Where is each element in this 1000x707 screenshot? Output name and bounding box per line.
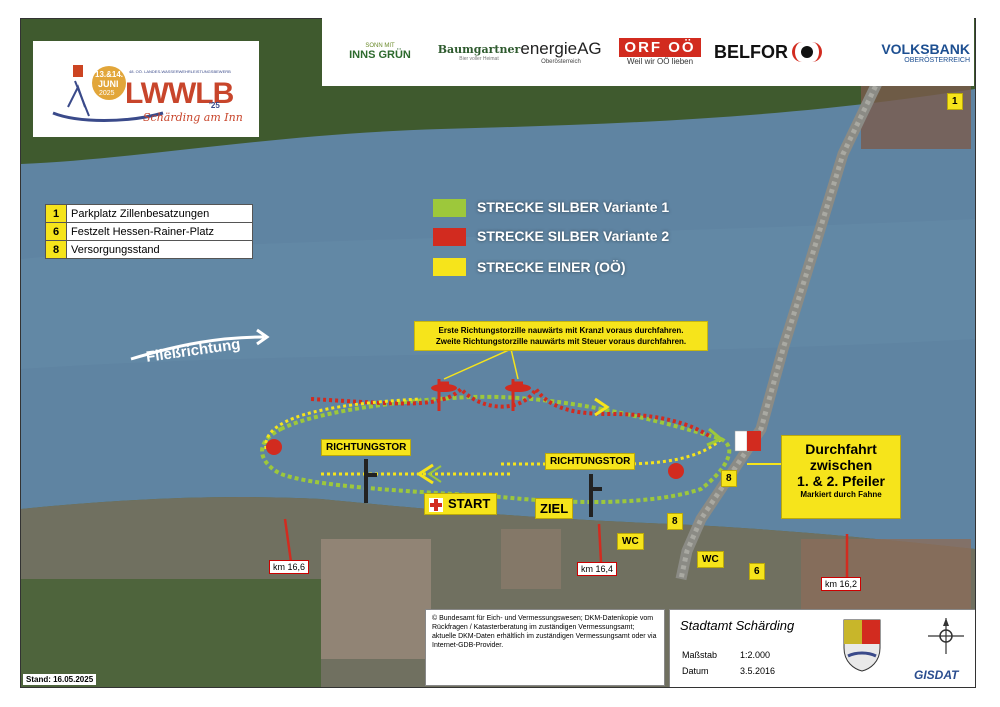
sponsor-name: BELFOR <box>714 41 788 62</box>
sponsor-name: Baumgartner <box>437 42 521 56</box>
start-text: START <box>448 496 491 511</box>
km-marker-16-4: km 16,4 <box>577 562 618 576</box>
marker-8-bridge: 8 <box>721 470 737 487</box>
legend-label: Festzelt Hessen-Rainer-Platz <box>66 222 253 241</box>
sponsor-name: INNS GRÜN <box>349 49 411 61</box>
north-arrow-icon <box>928 618 964 654</box>
sponsor-bar: SONN MIT INNS GRÜN Baumgartner Bier voll… <box>322 18 974 86</box>
sponsor-energie-ag[interactable]: energieAG Oberösterreich <box>506 18 616 86</box>
logo-date-line1: 13.&14. <box>95 70 124 79</box>
aerial-map[interactable]: 13.&14. JUNI 2025 48. OÖ. LANDES-WASSERW… <box>20 18 976 688</box>
marker-8-town: 8 <box>667 513 683 530</box>
gate-label-1: RICHTUNGSTOR <box>321 439 412 456</box>
logo-acronym-year: '25 <box>209 101 220 110</box>
passage-box: Durchfahrt zwischen 1. & 2. Pfeiler Mark… <box>781 435 901 519</box>
route-swatch-silber-2 <box>433 228 466 246</box>
copyright-text: © Bundesamt für Eich- und Vermessungswes… <box>432 615 657 649</box>
event-logo-graphic <box>52 65 164 122</box>
sponsor-inns-gruen[interactable]: SONN MIT INNS GRÜN <box>330 18 430 86</box>
ziel-label: ZIEL <box>535 498 574 519</box>
date-value: 3.5.2016 <box>740 666 776 676</box>
passage-line-3: 1. & 2. Pfeiler <box>797 473 885 489</box>
sponsor-orf[interactable]: ORF OÖ Weil wir OÖ lieben <box>612 18 708 86</box>
km-marker-16-2: km 16,2 <box>821 577 862 591</box>
legend-num: 1 <box>45 204 67 223</box>
marker-6: 6 <box>749 563 765 580</box>
authority-title: Stadtamt Schärding <box>680 618 795 633</box>
passage-line-4: Markiert durch Fahne <box>800 490 882 499</box>
legend-num: 8 <box>45 240 67 259</box>
note-line-1: Erste Richtungstorzille nauwärts mit Kra… <box>438 326 684 335</box>
sponsor-caption: Bier voller Heimat <box>459 55 499 62</box>
wc-label-2: WC <box>697 551 724 568</box>
logo-year: 2025 <box>99 90 115 97</box>
passage-line-2: zwischen <box>809 457 873 473</box>
sponsor-caption: OBERÖSTERREICH <box>904 56 970 64</box>
map-canvas <box>21 19 975 687</box>
date-label: Datum <box>682 666 709 676</box>
stand-date: Stand: 16.05.2025 <box>23 674 97 685</box>
legend-num: 6 <box>45 222 67 241</box>
marker-1: 1 <box>947 93 963 110</box>
legend-label: Versorgungsstand <box>66 240 253 259</box>
passage-line-1: Durchfahrt <box>805 441 877 457</box>
copyright-box: © Bundesamt für Eich- und Vermessungswes… <box>425 609 665 686</box>
route-label-silber-1: STRECKE SILBER Variante 1 <box>477 199 670 215</box>
gate-label-2: RICHTUNGSTOR <box>545 453 636 470</box>
start-label: START <box>424 493 498 515</box>
route-label-einer: STRECKE EINER (OÖ) <box>477 259 626 275</box>
belfor-logo-icon <box>792 42 822 62</box>
logo-subtitle: 48. OÖ. LANDES-WASSERWEHRLEISTUNGSBEWERB <box>129 69 231 74</box>
km-marker-16-6: km 16,6 <box>269 560 310 574</box>
sponsor-name: energieAG <box>520 39 602 58</box>
gate-instructions-note: Erste Richtungstorzille nauwärts mit Kra… <box>414 321 708 351</box>
logo-place: Schärding am Inn <box>143 111 243 124</box>
route-swatch-silber-1 <box>433 199 466 217</box>
gisdat-logo: GISDAT <box>914 668 959 682</box>
logo-date-line2: JUNI <box>98 79 119 89</box>
legend-label: Parkplatz Zillenbesatzungen <box>66 204 253 223</box>
wc-label-1: WC <box>617 533 644 550</box>
sponsor-volksbank[interactable]: VOLKSBANK OBERÖSTERREICH <box>830 18 970 86</box>
scale-label: Maßstab <box>682 650 718 660</box>
route-swatch-einer <box>433 258 466 276</box>
sponsor-name: ORF OÖ <box>619 38 701 57</box>
sponsor-caption: Oberösterreich <box>541 59 581 65</box>
scale-value: 1:2.000 <box>740 650 771 660</box>
sponsor-name: VOLKSBANK <box>881 40 970 57</box>
sponsor-baumgartner[interactable]: Baumgartner Bier voller Heimat <box>434 18 524 86</box>
coat-of-arms-icon <box>843 619 881 672</box>
first-aid-cross-icon <box>429 497 443 512</box>
route-label-silber-2: STRECKE SILBER Variante 2 <box>477 228 670 244</box>
event-logo: 13.&14. JUNI 2025 48. OÖ. LANDES-WASSERW… <box>33 41 259 137</box>
sponsor-belfor[interactable]: BELFOR <box>710 18 826 86</box>
info-box: Stadtamt Schärding Maßstab 1:2.000 Datum… <box>669 609 975 687</box>
logo-acronym: LWWLB <box>125 77 234 110</box>
sponsor-caption: Weil wir OÖ lieben <box>626 57 694 66</box>
sponsor-caption: SONN MIT <box>365 43 395 49</box>
note-line-2: Zweite Richtungstorzille nauwärts mit St… <box>435 337 687 346</box>
